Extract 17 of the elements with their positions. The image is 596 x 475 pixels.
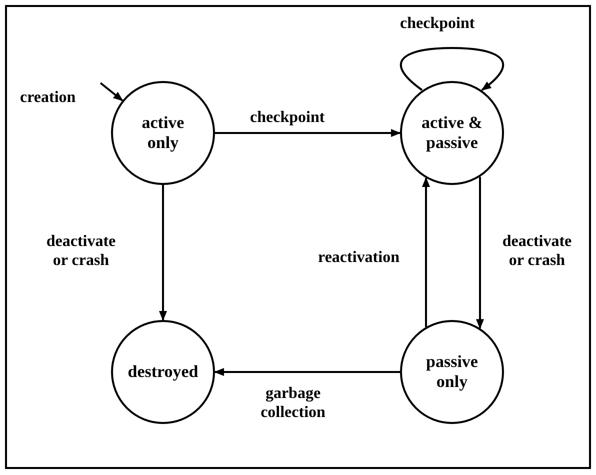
transition-arrow <box>214 368 400 376</box>
state-name: destroyed <box>128 362 198 382</box>
state-name: passive only <box>425 352 479 392</box>
transition-arrow <box>215 129 401 137</box>
transition-arrow <box>159 185 167 321</box>
state-circle <box>400 81 504 185</box>
transition-arrow <box>400 47 504 91</box>
state-circle <box>111 81 215 185</box>
state-circle <box>111 320 215 424</box>
transition-arrow <box>100 82 124 102</box>
transition-arrow <box>422 177 430 327</box>
edge-label: checkpoint <box>250 108 325 128</box>
transition-arrow <box>476 176 484 330</box>
state-name: active only <box>140 112 186 154</box>
edge-label: checkpoint <box>400 14 475 34</box>
state-name: active & passive <box>420 112 484 154</box>
state-circle <box>400 320 504 424</box>
